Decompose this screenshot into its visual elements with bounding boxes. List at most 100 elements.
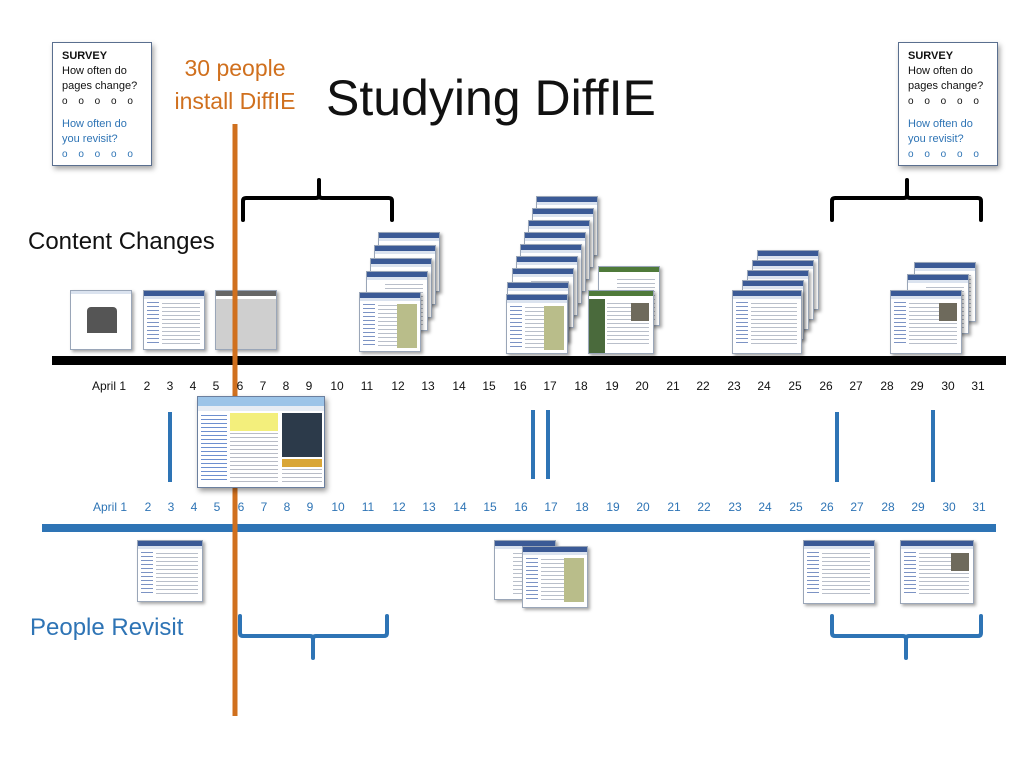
page-thumbnail	[137, 540, 203, 602]
survey-options-revisit: o o o o o	[62, 149, 137, 160]
survey-question-change-line1: How often do	[908, 65, 973, 77]
day-label: 8	[282, 379, 290, 393]
day-label: 20	[636, 500, 650, 514]
day-label: 10	[331, 500, 345, 514]
content-day-labels: April 1 2 3 4 5 6 7 8 9 10 11 12 13 14 1…	[0, 379, 1024, 395]
install-note-line2: install DiffIE	[174, 88, 296, 114]
day-label: 27	[850, 500, 864, 514]
day-label: 22	[697, 500, 711, 514]
day-label: 22	[696, 379, 710, 393]
day-label: 31	[972, 500, 986, 514]
day-label: 12	[391, 379, 405, 393]
survey-card-right: SURVEY How often do pages change? o o o …	[898, 42, 998, 166]
page-thumbnail	[803, 540, 875, 604]
day-label: 17	[544, 500, 558, 514]
day-label: 29	[910, 379, 924, 393]
day-label: 25	[789, 500, 803, 514]
day-label: 15	[482, 379, 496, 393]
day-label: 11	[361, 500, 375, 514]
day-label: 18	[574, 379, 588, 393]
survey-question-change-line1: How often do	[62, 65, 127, 77]
day-label: 10	[330, 379, 344, 393]
day-label: 3	[167, 500, 175, 514]
survey-question-change-line2: pages change?	[908, 80, 984, 92]
day-label: 24	[757, 379, 771, 393]
day-label: 6	[236, 379, 244, 393]
day-label: 13	[421, 379, 435, 393]
survey-question-revisit-line2: you revisit?	[908, 133, 964, 145]
day-label: 31	[971, 379, 985, 393]
day-label: 28	[880, 379, 894, 393]
day-label: 21	[666, 379, 680, 393]
day-label: 26	[819, 379, 833, 393]
day-label: April 1	[91, 379, 127, 393]
day-label: 8	[283, 500, 291, 514]
day-label: 29	[911, 500, 925, 514]
day-label: 4	[190, 500, 198, 514]
revisit-timeline-bar	[42, 524, 996, 532]
revisit-bracket-late	[830, 614, 983, 660]
day-label: 7	[259, 379, 267, 393]
day-label: 9	[306, 500, 314, 514]
day-label: 23	[727, 379, 741, 393]
people-revisit-label: People Revisit	[30, 614, 184, 641]
day-label: 19	[606, 500, 620, 514]
day-label: 19	[605, 379, 619, 393]
install-note: 30 people install DiffIE	[163, 52, 307, 118]
day-label: 30	[942, 500, 956, 514]
day-label: 18	[575, 500, 589, 514]
page-thumbnail	[588, 290, 654, 354]
day-label: 14	[453, 500, 467, 514]
day-label: 3	[166, 379, 174, 393]
page-thumbnail	[890, 290, 962, 354]
content-bracket-early	[241, 178, 394, 222]
day-label: 14	[452, 379, 466, 393]
day-label: 24	[758, 500, 772, 514]
day-label: 11	[360, 379, 374, 393]
day-label: 5	[212, 379, 220, 393]
day-label: 9	[305, 379, 313, 393]
day-label: 6	[237, 500, 245, 514]
day-label: 16	[513, 379, 527, 393]
survey-title: SURVEY	[908, 50, 954, 62]
survey-options-change: o o o o o	[908, 96, 983, 107]
survey-card-left: SURVEY How often do pages change? o o o …	[52, 42, 152, 166]
day-label: 2	[143, 379, 151, 393]
day-label: 16	[514, 500, 528, 514]
day-label: 17	[543, 379, 557, 393]
day-label: 5	[213, 500, 221, 514]
day-label: 2	[144, 500, 152, 514]
day-label: April 1	[92, 500, 128, 514]
page-thumbnail	[732, 290, 802, 354]
page-thumbnail	[506, 294, 568, 354]
content-bracket-late	[830, 178, 983, 222]
page-thumbnail	[143, 290, 205, 350]
page-thumbnail	[522, 546, 588, 608]
day-label: 23	[728, 500, 742, 514]
page-thumbnail	[70, 290, 132, 350]
page-thumbnail	[215, 290, 277, 350]
day-label: 12	[392, 500, 406, 514]
day-label: 21	[667, 500, 681, 514]
revisit-day-labels: April 1 2 3 4 5 6 7 8 9 10 11 12 13 14 1…	[0, 500, 1024, 516]
survey-question-revisit-line1: How often do	[62, 118, 127, 130]
diffie-browser-screenshot	[197, 396, 325, 488]
install-note-line1: 30 people	[184, 55, 286, 81]
content-changes-label: Content Changes	[28, 228, 215, 255]
day-label: 25	[788, 379, 802, 393]
day-label: 28	[881, 500, 895, 514]
survey-question-revisit-line2: you revisit?	[62, 133, 118, 145]
day-label: 27	[849, 379, 863, 393]
page-thumbnail	[359, 292, 421, 352]
content-timeline-bar	[52, 356, 1006, 365]
day-label: 13	[422, 500, 436, 514]
survey-options-revisit: o o o o o	[908, 149, 983, 160]
survey-title: SURVEY	[62, 50, 108, 62]
day-label: 4	[189, 379, 197, 393]
day-label: 30	[941, 379, 955, 393]
day-label: 15	[483, 500, 497, 514]
day-label: 7	[260, 500, 268, 514]
slide-title: Studying DiffIE	[326, 70, 656, 126]
page-thumbnail	[900, 540, 974, 604]
